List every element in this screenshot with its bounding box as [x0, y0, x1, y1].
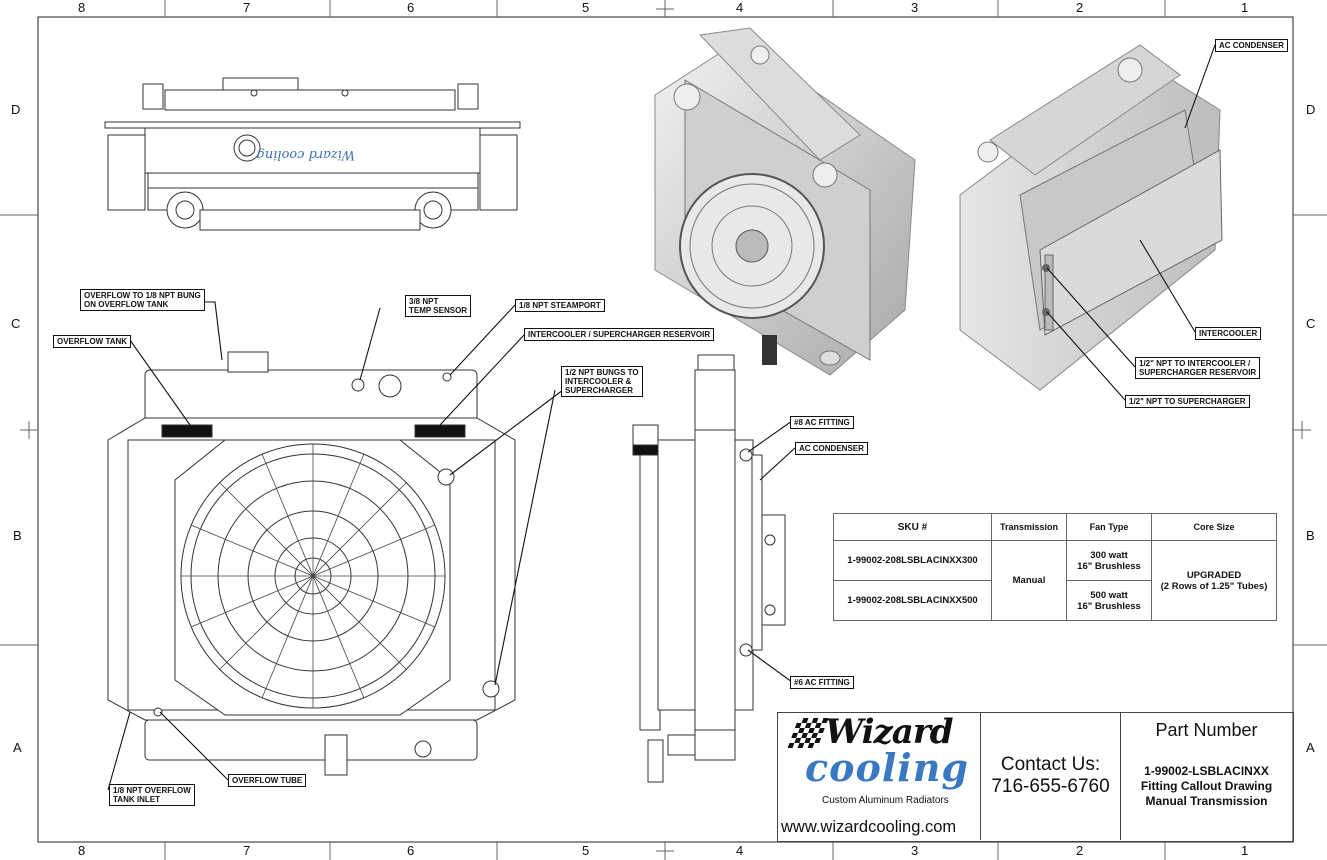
table-header: Transmission — [991, 513, 1067, 541]
callout-ac-condenser-iso: AC CONDENSER — [1215, 39, 1288, 52]
part-number-label: Part Number — [1155, 720, 1258, 740]
zone-col-label: 2 — [1076, 0, 1084, 15]
zone-col-label: 8 — [78, 0, 86, 15]
title-block — [777, 712, 1294, 842]
callout-overflow-tank: OVERFLOW TANK — [53, 335, 132, 348]
callout-steamport: 1/8 NPT STEAMPORT — [515, 299, 605, 312]
zone-row-label: C — [1306, 316, 1316, 331]
zone-col-label: 6 — [407, 0, 415, 15]
callout-temp-sensor: 3/8 NPT TEMP SENSOR — [405, 295, 472, 317]
title-divider — [1120, 712, 1121, 840]
zone-row-label: A — [1306, 740, 1315, 755]
logo-cooling: cooling — [805, 745, 969, 790]
zone-col-label: 3 — [911, 0, 919, 15]
callout-npt-ic-reservoir: 1/2" NPT TO INTERCOOLER / SUPERCHARGER R… — [1135, 357, 1261, 379]
zone-col-label: 1 — [1241, 0, 1249, 15]
zone-col-label: 4 — [736, 843, 744, 858]
callout-intercooler: INTERCOOLER — [1195, 327, 1262, 340]
zone-col-label: 2 — [1076, 843, 1084, 858]
callout-npt-bungs: 1/2 NPT BUNGS TO INTERCOOLER & SUPERCHAR… — [561, 366, 643, 397]
callout-overflow-tube: OVERFLOW TUBE — [228, 774, 307, 787]
zone-col-label: 6 — [407, 843, 415, 858]
zone-col-label: 5 — [582, 843, 590, 858]
zone-row-label: D — [11, 102, 21, 117]
zone-row-label: D — [1306, 102, 1316, 117]
zone-col-label: 1 — [1241, 843, 1249, 858]
drawing-description: Manual Transmission — [1145, 794, 1268, 808]
zone-col-label: 7 — [243, 843, 251, 858]
contact-label: Contact Us: — [1000, 754, 1101, 775]
top-view-logo: Wizard cooling — [256, 147, 355, 162]
zone-row-label: B — [13, 528, 22, 543]
title-divider — [980, 712, 981, 840]
callout-overflow-bung: OVERFLOW TO 1/8 NPT BUNG ON OVERFLOW TAN… — [80, 289, 205, 311]
callout-ac-condenser-side: AC CONDENSER — [795, 442, 868, 455]
zone-row-label: A — [13, 740, 22, 755]
callout-npt-supercharger: 1/2" NPT TO SUPERCHARGER — [1125, 395, 1250, 408]
table-cell-fan: 300 watt 16" Brushless — [1066, 540, 1152, 581]
zone-col-label: 3 — [911, 843, 919, 858]
table-cell-core: UPGRADED (2 Rows of 1.25" Tubes) — [1151, 540, 1277, 621]
table-cell-sku: 1-99002-208LSBLACINXX300 — [833, 540, 992, 581]
sku-table: SKU # Transmission Fan Type Core Size 1-… — [833, 513, 1277, 621]
iso-radiator-rear — [959, 44, 1223, 391]
part-number: 1-99002-LSBLACINXX — [1144, 764, 1269, 778]
drawing-description: Fitting Callout Drawing — [1140, 779, 1273, 793]
zone-col-label: 8 — [78, 843, 86, 858]
zone-col-label: 5 — [582, 0, 590, 15]
website-link[interactable]: www.wizardcooling.com — [781, 818, 957, 836]
table-header: Core Size — [1151, 513, 1277, 541]
table-header: SKU # — [833, 513, 992, 541]
zone-col-label: 4 — [736, 0, 744, 15]
contact-phone: 716-655-6760 — [991, 776, 1110, 797]
callout-ic-reservoir: INTERCOOLER / SUPERCHARGER RESERVOIR — [524, 328, 715, 341]
callout-overflow-inlet: 1/8 NPT OVERFLOW TANK INLET — [109, 784, 195, 806]
zone-row-label: B — [1306, 528, 1315, 543]
zone-row-label: C — [11, 316, 21, 331]
callout-ac8-fitting: #8 AC FITTING — [790, 416, 854, 429]
zone-col-label: 7 — [243, 0, 251, 15]
callout-ac6-fitting: #6 AC FITTING — [790, 676, 854, 689]
table-header: Fan Type — [1066, 513, 1152, 541]
table-cell-fan: 500 watt 16" Brushless — [1066, 580, 1152, 621]
iso-radiator-front — [654, 27, 916, 376]
table-cell-sku: 1-99002-208LSBLACINXX500 — [833, 580, 992, 621]
logo-wizard: Wizard — [825, 712, 954, 752]
table-cell-transmission: Manual — [991, 540, 1067, 621]
logo-tagline: Custom Aluminum Radiators — [822, 795, 949, 806]
